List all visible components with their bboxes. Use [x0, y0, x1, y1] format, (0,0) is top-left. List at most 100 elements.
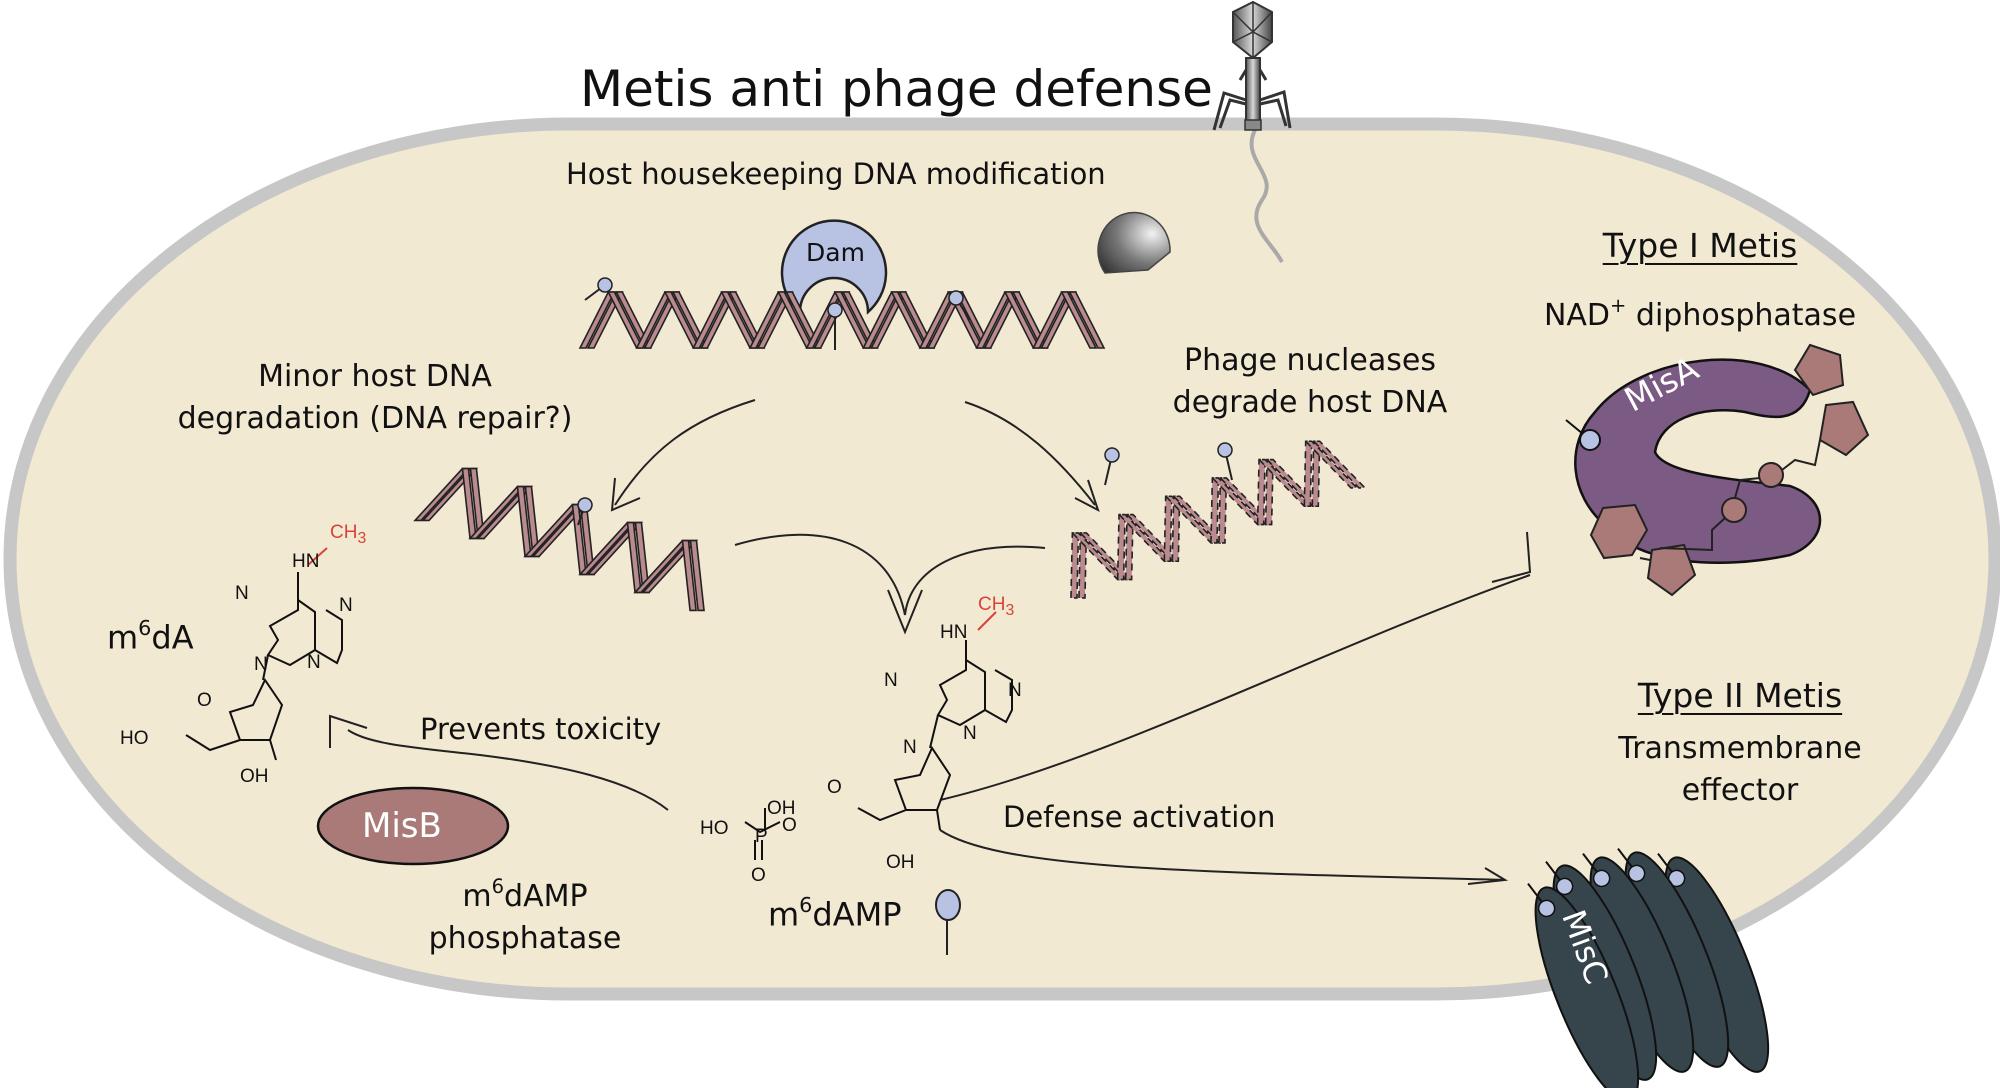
- arrowhead: [329, 714, 368, 748]
- minor-degraded-dna: [413, 467, 705, 612]
- phage-nucleases-line1: Phage nucleases: [1184, 343, 1436, 378]
- arrow-to-phage-degradation: [964, 401, 1096, 506]
- arrowhead: [1074, 479, 1100, 513]
- m6damp-n1-atom: N: [1008, 680, 1022, 701]
- methyl-mark-dot: [827, 302, 843, 318]
- dna-strand-segment: [1163, 495, 1219, 544]
- misb-enzyme: [316, 786, 510, 866]
- dna-strand-segment: [1303, 440, 1313, 508]
- m6da-n3-atom: N: [307, 652, 321, 673]
- m6da-hn-atom: HN: [292, 551, 320, 572]
- arrow-right-to-m6damp: [904, 545, 1046, 616]
- m6da-ring-oxygen: O: [197, 690, 212, 711]
- methyl-marks: [577, 277, 1233, 526]
- methyl-mark-dot: [1537, 899, 1556, 918]
- arrowhead: [887, 589, 923, 635]
- m6damp-phosphorus: P: [755, 826, 768, 847]
- m6damp-ch3-group: CH3: [978, 594, 1014, 620]
- dna-strand-segment: [1078, 532, 1088, 599]
- dna-strand-segment: [1117, 513, 1173, 563]
- misc-complex: [1527, 848, 1770, 1088]
- m6da-structure: [185, 547, 343, 761]
- m6damp-ring-oxygen: O: [827, 777, 842, 798]
- type1-desc-sup: +: [1610, 294, 1627, 317]
- dna-strand-segment: [1068, 291, 1106, 349]
- misb-desc-sup: 6: [491, 875, 505, 898]
- dna-strand-segment: [1264, 458, 1274, 526]
- dna-strand-segment: [1070, 532, 1126, 581]
- arrow-to-misa: [939, 574, 1531, 801]
- dna-strand-segment: [1311, 440, 1367, 489]
- type2-heading: Type II Metis: [1637, 676, 1843, 715]
- m6da-ho-group: HO: [120, 728, 149, 749]
- type2-description: Transmembrane effector: [1540, 728, 1940, 812]
- methyl-mark-dot: [577, 497, 593, 513]
- m6damp-structure: [744, 611, 1013, 860]
- arrowhead: [1491, 531, 1532, 583]
- m6da-n9-atom: N: [254, 654, 268, 675]
- misb-description: m6dAMP phosphatase: [400, 868, 650, 960]
- m6da-oh-group: OH: [240, 766, 269, 787]
- pathway-arrows: [329, 399, 1532, 885]
- bacterial-cell: [3, 117, 2000, 1001]
- phage-icon: [1212, 0, 1292, 263]
- m6da-sup: 6: [138, 616, 152, 640]
- dna-strand-segment: [1210, 477, 1220, 544]
- methyl-mark-stem: [1657, 853, 1673, 873]
- methyl-mark-dot: [597, 277, 613, 293]
- misb-desc-prefix: m: [462, 879, 492, 914]
- cell-membrane: [3, 117, 2000, 1001]
- dna-strand-segment: [1124, 513, 1134, 581]
- housekeeping-label: Host housekeeping DNA modification: [566, 157, 1106, 191]
- dna-strand-segment: [1070, 532, 1080, 599]
- methyl-mark-dot: [1592, 869, 1611, 888]
- phage-nucleases-label: Phage nucleases degrade host DNA: [1160, 340, 1460, 424]
- ch3-text: CH: [978, 594, 1006, 615]
- methyl-mark-dot: [1555, 877, 1574, 896]
- type2-desc-line1: Transmembrane: [1618, 731, 1862, 766]
- misa-enzyme: [1565, 343, 1870, 597]
- dna-strand-segment: [1218, 477, 1228, 544]
- m6da-prefix: m: [107, 618, 139, 657]
- dna-strand-segment: [1116, 513, 1126, 581]
- m6da-suffix: dA: [151, 618, 194, 657]
- ch3-sub: 3: [357, 529, 367, 547]
- phage-nuclease-icon: [1097, 211, 1171, 274]
- m6damp-phosphate-ho: HO: [700, 818, 729, 839]
- dna-strand-segment: [1303, 440, 1359, 489]
- m6da-n1-atom: N: [339, 595, 353, 616]
- dna-strand-segment: [1171, 495, 1181, 563]
- m6damp-prefix: m: [768, 895, 800, 934]
- methyl-mark-legend-icon: [935, 889, 961, 955]
- type1-heading: Type I Metis: [1602, 226, 1798, 265]
- dam-label: Dam: [806, 238, 865, 267]
- methyl-mark-stem: [1617, 848, 1633, 868]
- arrow-to-minor-degradation: [614, 399, 756, 506]
- dna-strand-segment: [689, 539, 705, 612]
- ch3-text: CH: [330, 522, 358, 543]
- methyl-mark-stem: [1527, 883, 1543, 903]
- dna-strand-segment: [681, 539, 697, 612]
- dna-strand-segment: [1163, 495, 1173, 563]
- dna-strand-segment: [1311, 440, 1321, 508]
- m6damp-n9-atom: N: [903, 737, 917, 758]
- m6da-n7-atom: N: [235, 583, 249, 604]
- minor-degradation-line1: Minor host DNA: [258, 359, 492, 394]
- misc-subunit-body: [1534, 886, 1640, 1088]
- m6damp-oh-group: OH: [886, 852, 915, 873]
- m6da-label: m6dA: [107, 616, 194, 657]
- phage-dna-strand: [1249, 129, 1284, 263]
- m6damp-n7-atom: N: [884, 670, 898, 691]
- arrow-to-misc: [939, 829, 1506, 881]
- diagram-title: Metis anti phage defense: [580, 60, 1213, 118]
- methyl-mark-dot: [1627, 864, 1646, 883]
- phage-nucleases-line2: degrade host DNA: [1172, 385, 1448, 420]
- misb-label: MisB: [362, 806, 442, 846]
- dna-strand-segment: [1060, 291, 1098, 349]
- type1-desc-prefix: NAD: [1543, 298, 1611, 333]
- dna-strand-segment: [1210, 477, 1266, 526]
- arrow-left-to-m6damp: [734, 533, 906, 616]
- arrowhead: [1467, 867, 1509, 885]
- m6damp-phosphate-o: O: [751, 865, 766, 886]
- m6damp-ester-oxygen: O: [782, 815, 797, 836]
